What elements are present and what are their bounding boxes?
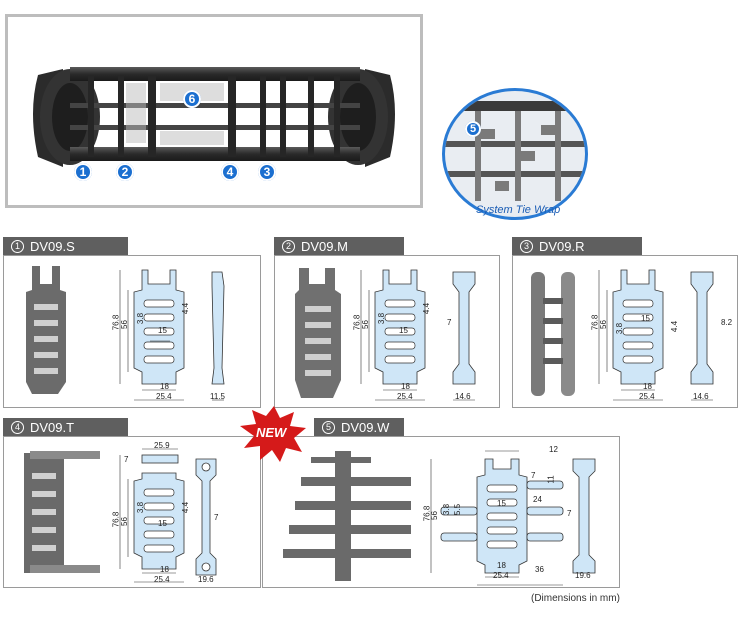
tab-dv09w: 5 DV09.W <box>314 418 404 436</box>
panel-title: DV09.R <box>539 238 585 254</box>
dim-slot: 3.8 <box>136 312 146 325</box>
dim-inner-width: 18 <box>643 382 652 391</box>
dim-height-total: 76.8 <box>590 314 600 331</box>
panel-title: DV09.W <box>341 419 390 435</box>
dv09w-drawing <box>430 450 596 586</box>
panel-number: 5 <box>322 420 335 434</box>
new-label: NEW <box>256 425 287 440</box>
dim-arm: 24 <box>533 495 542 504</box>
dim-outer-width: 25.4 <box>639 392 655 401</box>
dim-height-inner: 56 <box>598 320 608 329</box>
dim-side-thickness: 7 <box>567 509 572 518</box>
marker-6: 6 <box>183 90 201 108</box>
dim-height-inner: 56 <box>429 511 439 520</box>
panel-number: 1 <box>11 239 24 253</box>
marker-5: 5 <box>465 121 481 137</box>
dv09s-drawing <box>119 269 225 401</box>
dim-bar: 15 <box>641 314 650 323</box>
dimensions-footnote: (Dimensions in mm) <box>531 593 620 604</box>
tie-wrap-detail-inset: 5 <box>442 88 588 220</box>
dim-slot-gap: 4.4 <box>670 320 680 333</box>
panel-title: DV09.S <box>30 238 75 254</box>
panel-dv09s: 76.8 56 3.8 4.4 15 18 25.4 11.5 <box>3 255 261 408</box>
new-badge-burst <box>240 406 306 462</box>
dim-slot: 3.8 <box>136 501 146 514</box>
dim-inner-width: 18 <box>160 565 169 574</box>
dim-inner-width: 18 <box>160 382 169 391</box>
panel-title: DV09.T <box>30 419 75 435</box>
panel-number: 2 <box>282 239 295 253</box>
dim-height-total: 76.8 <box>352 314 362 331</box>
panel-dv09r: 76.8 56 3.8 4.4 15 8.2 18 25.4 14.6 <box>512 255 738 408</box>
dim-arm-width: 36 <box>535 565 544 574</box>
dim-side-width: 19.6 <box>198 575 214 584</box>
dim-side-width: 11.5 <box>210 392 225 401</box>
dv09m-drawing <box>360 269 476 401</box>
dim-slot-gap: 4.4 <box>422 302 432 315</box>
hero-image-frame: 1 2 4 3 6 <box>5 14 423 208</box>
tab-dv09t: 4 DV09.T <box>3 418 128 436</box>
dim-inner-width: 18 <box>497 561 506 570</box>
dv09t-photo <box>24 451 100 573</box>
dim-slot: 3.8 <box>377 312 387 325</box>
marker-3: 3 <box>258 163 276 181</box>
dim-slot: 3.8 <box>442 503 452 516</box>
tab-dv09r: 3 DV09.R <box>512 237 642 255</box>
tab-dv09s: 1 DV09.S <box>3 237 128 255</box>
dim-side-width: 14.6 <box>693 392 709 401</box>
dim-height-inner: 56 <box>119 517 129 526</box>
marker-1: 1 <box>74 163 92 181</box>
dim-bar: 15 <box>497 499 506 508</box>
dim-outer-width: 25.4 <box>397 392 413 401</box>
dim-outer-width: 25.4 <box>156 392 172 401</box>
dim-slot-gap: 4.4 <box>181 302 191 315</box>
dim-bar: 15 <box>158 519 167 528</box>
dim-top-width: 12 <box>549 445 558 454</box>
panel-dv09w: 12 76.8 56 3.8 5.5 15 24 7 11 7 18 25.4 … <box>262 436 620 588</box>
cable-chain-illustration <box>33 67 395 167</box>
dv09w-photo <box>283 451 411 581</box>
dim-height-inner: 56 <box>360 320 370 329</box>
dim-inner-width: 18 <box>401 382 410 391</box>
panel-title: DV09.M <box>301 238 348 254</box>
dim-side-thickness: 8.2 <box>721 318 733 327</box>
dim-side-width: 19.6 <box>575 571 591 580</box>
panel-number: 4 <box>11 420 24 434</box>
marker-2: 2 <box>116 163 134 181</box>
dim-top-height: 7 <box>124 455 129 464</box>
dim-side-width: 14.6 <box>455 392 471 401</box>
dim-slot-gap: 4.4 <box>181 501 191 514</box>
dim-side-thickness: 7 <box>447 318 452 327</box>
panel-dv09t: 25.9 7 76.8 56 3.8 4.4 15 7 18 25.4 19.6 <box>3 436 261 588</box>
dim-slot-gap: 5.5 <box>453 503 463 516</box>
tab-dv09m: 2 DV09.M <box>274 237 404 255</box>
dim-bar: 15 <box>399 326 408 335</box>
inset-caption: System Tie Wrap <box>476 204 561 216</box>
dim-outer-width: 25.4 <box>493 571 509 580</box>
dim-height-total: 76.8 <box>111 314 121 331</box>
tie-wrap-illustration <box>445 101 585 201</box>
dv09r-photo <box>531 272 575 396</box>
marker-4: 4 <box>221 163 239 181</box>
dim-height-total: 76.8 <box>111 511 121 528</box>
dv09r-drawing <box>598 269 714 401</box>
dv09t-drawing <box>119 448 217 583</box>
dim-height-inner: 56 <box>119 320 129 329</box>
panel-dv09m: 76.8 56 3.8 4.4 15 7 18 25.4 14.6 <box>274 255 500 408</box>
panel-number: 3 <box>520 239 533 253</box>
dv09s-photo <box>26 266 66 394</box>
dim-arm-thickness: 7 <box>531 471 536 480</box>
dim-top-width: 25.9 <box>154 441 170 450</box>
dim-slot: 3.8 <box>615 322 625 335</box>
dim-bar: 15 <box>158 326 167 335</box>
dim-outer-width: 25.4 <box>154 575 170 584</box>
dim-arm-thickness-2: 11 <box>546 475 556 484</box>
dv09m-photo <box>295 268 341 398</box>
dim-side-thickness: 7 <box>214 513 219 522</box>
